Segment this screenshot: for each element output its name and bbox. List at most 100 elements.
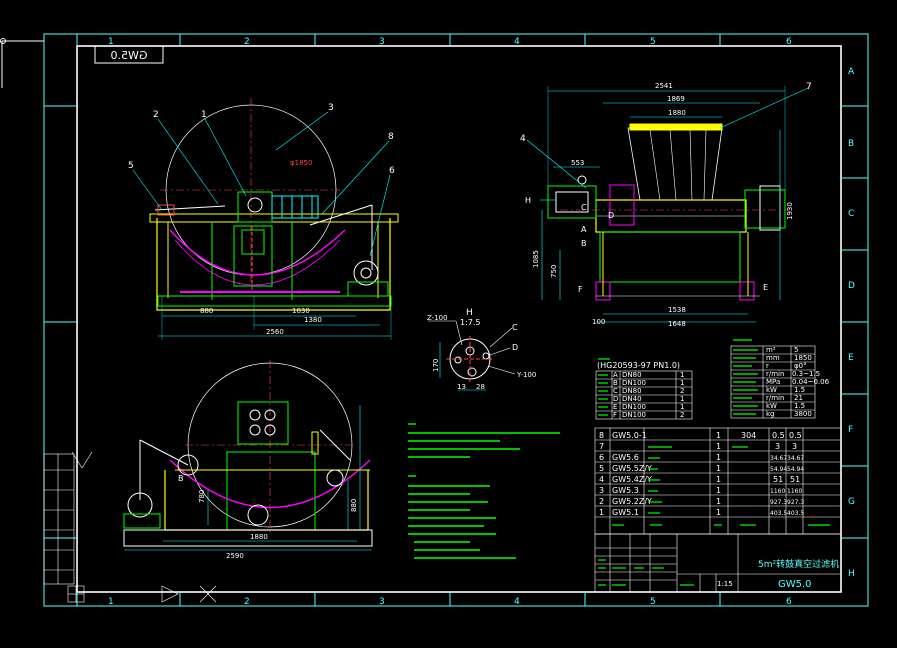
parts-list-green-notes <box>612 446 830 526</box>
zone-row-b: B <box>848 139 854 149</box>
spec-table-labels <box>733 339 758 415</box>
part-code-5: GW5.5Z/Y <box>612 464 652 473</box>
balloon-4: 4 <box>520 134 526 144</box>
part-w2-6: 34.67 <box>787 455 804 462</box>
detail-h-text: H 1:7.5 Z-100 Y-100 170 13 28 C D <box>427 308 536 391</box>
drawing-code: GW5.0 <box>778 579 812 590</box>
nozzle-qty-c: 2 <box>680 387 684 395</box>
nozzle-mark-a: A <box>613 371 618 379</box>
dim-1880: 1880 <box>668 109 686 117</box>
part-qty-5: 1 <box>716 464 721 473</box>
part-w1-2: 927.3 <box>770 499 787 506</box>
dim-1085: 1085 <box>532 250 540 268</box>
nozzle-mark-d: D <box>613 395 618 403</box>
spec-val-0: 5 <box>794 346 798 354</box>
nozzle-dn-f: DN100 <box>622 411 646 419</box>
nozzle-mark-b: B <box>613 379 618 387</box>
spec-unit-2: r <box>766 362 769 370</box>
spec-val-2: φ0° <box>794 362 807 370</box>
zone-row-d: D <box>848 281 855 291</box>
balloon-2: 2 <box>153 110 159 120</box>
part-code-2: GW5.2Z/Y <box>612 497 652 506</box>
dim-750: 750 <box>550 265 558 278</box>
part-w1-7: 3 <box>775 442 780 451</box>
spec-val-3: 0.3~1.5 <box>792 370 820 378</box>
bottom-view-text: 1880 2590 880 780 B <box>178 474 358 560</box>
dim-1380: 1380 <box>304 316 322 324</box>
spec-val-5: 1.5 <box>794 386 805 394</box>
nozzle-qty-e: 1 <box>680 403 684 411</box>
part-no-8: 8 <box>599 431 604 440</box>
drawing-frame <box>0 33 869 607</box>
side-view <box>526 86 809 323</box>
part-code-8: GW5.0-1 <box>612 431 647 440</box>
spec-table <box>730 345 816 419</box>
port-f: F <box>578 285 583 294</box>
nozzle-table <box>595 370 693 420</box>
dim-1030: 1030 <box>292 307 310 315</box>
part-code-1: GW5.1 <box>612 508 639 517</box>
part-qty-3: 1 <box>716 486 721 495</box>
balloon-6: 6 <box>389 166 395 176</box>
zone-col-2-bottom: 2 <box>244 597 250 607</box>
detail-scale: 1:7.5 <box>460 318 481 327</box>
part-no-6: 6 <box>599 453 604 462</box>
nozzle-dn-b: DN100 <box>622 379 646 387</box>
title-block <box>594 533 842 593</box>
drawing-scale: 1:15 <box>717 580 733 588</box>
spec-unit-0: m² <box>766 346 776 354</box>
spec-unit-4: MPa <box>766 378 780 386</box>
part-qty-2: 1 <box>716 497 721 506</box>
detail-dim-28: 28 <box>476 383 485 391</box>
nozzle-qty-f: 2 <box>680 411 684 419</box>
port-c: C <box>581 203 587 212</box>
balloon-7: 7 <box>806 82 812 92</box>
front-view <box>132 98 399 340</box>
nozzle-dn-d: DN40 <box>622 395 642 403</box>
balloon-3: 3 <box>328 103 334 113</box>
drawing-title: 5m²转鼓真空过滤机 <box>758 558 839 570</box>
part-w1-5: 54.94 <box>770 466 787 473</box>
part-mat-8: 304 <box>741 431 756 440</box>
zone-col-6: 6 <box>786 37 792 47</box>
dim-880: 880 <box>200 307 213 315</box>
zone-row-a: A <box>848 67 855 77</box>
drawing-stamp-text: GW5.0 <box>111 49 148 62</box>
port-b: B <box>581 239 587 248</box>
spec-val-1: 1850 <box>794 354 812 362</box>
bottom-letter-b: B <box>178 474 184 483</box>
dim-780: 780 <box>198 490 206 503</box>
spec-unit-6: r/min <box>766 394 784 402</box>
zone-col-3: 3 <box>379 37 385 47</box>
part-w1-1: 403.5 <box>770 510 787 517</box>
spec-val-6: 21 <box>794 394 803 402</box>
spec-unit-5: kW <box>766 386 777 394</box>
spec-unit-7: kW <box>766 402 777 410</box>
balloon-1: 1 <box>201 110 207 120</box>
technical-notes-block <box>408 423 560 559</box>
part-no-2: 2 <box>599 497 604 506</box>
dim-880-bottom: 880 <box>350 499 358 512</box>
nozzle-table-labels <box>598 358 610 416</box>
port-h: H <box>525 196 531 205</box>
zone-row-c: C <box>848 209 854 219</box>
zone-col-4: 4 <box>514 37 520 47</box>
zone-row-f: F <box>848 425 853 435</box>
part-qty-6: 1 <box>716 453 721 462</box>
part-w2-7: 3 <box>792 442 797 451</box>
dim-2590: 2590 <box>226 552 244 560</box>
detail-dim-13: 13 <box>457 383 466 391</box>
detail-label: H <box>466 308 473 318</box>
zone-col-1: 1 <box>108 37 114 47</box>
spec-val-8: 3800 <box>794 410 812 418</box>
nozzle-qty-d: 1 <box>680 395 684 403</box>
dim-2560: 2560 <box>266 328 284 336</box>
zone-col-5-bottom: 5 <box>650 597 656 607</box>
dim-1880-bottom: 1880 <box>250 533 268 541</box>
dim-2541: 2541 <box>655 82 673 90</box>
parts-list-text: 8 GW5.0-1 1 304 0.5 0.5 7 1 3 3 6 GW5.6 … <box>599 431 804 517</box>
zone-col-2: 2 <box>244 37 250 47</box>
left-revision-boxes <box>43 451 217 603</box>
part-w1-3: 1160 <box>770 488 785 495</box>
detail-tag-z: Z-100 <box>427 314 448 322</box>
